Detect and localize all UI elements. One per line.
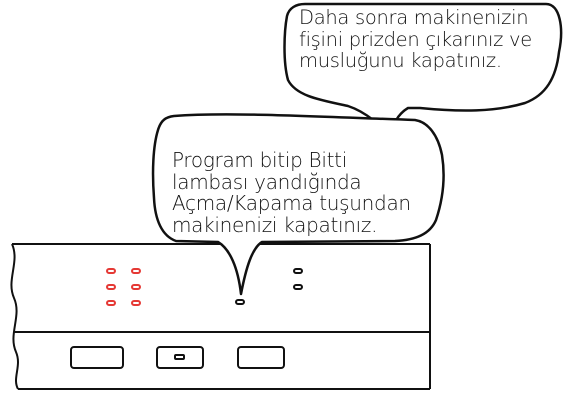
- indicator-lamp: [106, 300, 116, 306]
- callout-bottom-text: Program bitip Bitti lambası yandığında A…: [172, 150, 411, 236]
- indicator-lamp: [131, 300, 141, 306]
- callout-bottom-line: Program bitip Bitti: [172, 148, 347, 172]
- status-lamp: [293, 268, 303, 274]
- indicator-lamp: [106, 284, 116, 290]
- callout-top-text: Daha sonra makinenizin fişini prizden çı…: [299, 8, 532, 73]
- callout-top-line: Daha sonra makinenizin: [299, 6, 529, 29]
- status-lamp: [293, 284, 303, 290]
- on-off-button-icon[interactable]: [70, 346, 124, 369]
- indicator-lamp: [131, 268, 141, 274]
- callout-bottom-line: makinenizi kapatınız.: [172, 212, 378, 237]
- start-button-icon[interactable]: [237, 346, 285, 369]
- callout-bottom-line: Açma/Kapama tuşundan: [172, 191, 411, 215]
- callout-bottom-line: lambası yandığında: [172, 169, 362, 194]
- finished-lamp: [235, 299, 245, 305]
- status-lamps: [235, 268, 303, 305]
- program-button-icon[interactable]: [156, 346, 204, 369]
- indicator-lamps: [106, 268, 141, 306]
- callout-top-line: fişini prizden çıkarınız ve: [299, 27, 532, 51]
- panel-cut-edge: [10, 243, 19, 390]
- callout-bottom-bubble: [151, 113, 445, 296]
- indicator-lamp: [131, 284, 141, 290]
- callout-top-line: musluğunu kapatınız.: [299, 49, 502, 72]
- indicator-lamp: [106, 268, 116, 274]
- program-button-led: [174, 354, 185, 360]
